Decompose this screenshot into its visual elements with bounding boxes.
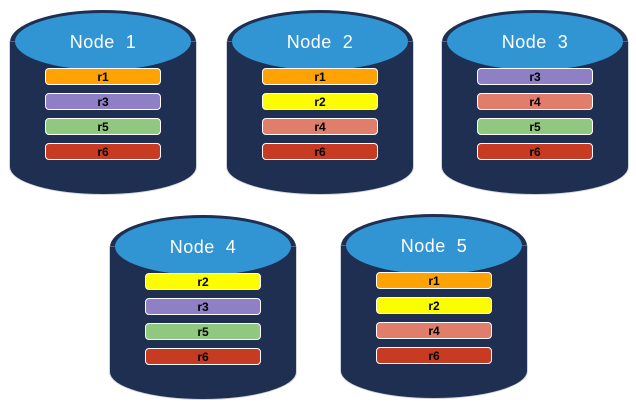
cylinder-top: Node 5 xyxy=(346,217,522,274)
partition-bar: r6 xyxy=(477,143,593,160)
cylinder-top: Node 4 xyxy=(115,218,291,275)
cylinder-top: Node 1 xyxy=(15,13,191,70)
partition-list: r2 r3 r5 r6 xyxy=(110,273,296,365)
partition-bar: r1 xyxy=(262,68,378,85)
partition-bar: r6 xyxy=(376,347,492,364)
partition-list: r1 r3 r5 r6 xyxy=(10,68,196,160)
db-node-5: Node 5 r1 r2 r4 r6 xyxy=(341,214,527,398)
partition-bar: r5 xyxy=(145,323,261,340)
partition-bar: r6 xyxy=(262,143,378,160)
node-title: Node 2 xyxy=(286,32,354,52)
partition-bar: r3 xyxy=(477,68,593,85)
partition-bar: r3 xyxy=(145,298,261,315)
partition-bar: r6 xyxy=(145,348,261,365)
partition-list: r1 r2 r4 r6 xyxy=(341,272,527,364)
db-node-1: Node 1 r1 r3 r5 r6 xyxy=(10,10,196,194)
partition-list: r3 r4 r5 r6 xyxy=(442,68,628,160)
partition-bar: r6 xyxy=(45,143,161,160)
partition-bar: r4 xyxy=(376,322,492,339)
partition-bar: r1 xyxy=(376,272,492,289)
cylinder-top: Node 2 xyxy=(232,13,408,70)
partition-bar: r1 xyxy=(45,68,161,85)
node-title: Node 5 xyxy=(400,236,468,256)
partition-bar: r2 xyxy=(262,93,378,110)
partition-list: r1 r2 r4 r6 xyxy=(227,68,413,160)
db-node-2: Node 2 r1 r2 r4 r6 xyxy=(227,10,413,194)
node-title: Node 4 xyxy=(169,237,237,257)
partition-bar: r4 xyxy=(262,118,378,135)
partition-bar: r3 xyxy=(45,93,161,110)
partition-bar: r5 xyxy=(45,118,161,135)
db-node-4: Node 4 r2 r3 r5 r6 xyxy=(110,215,296,399)
node-title: Node 1 xyxy=(69,32,137,52)
node-title: Node 3 xyxy=(501,32,569,52)
db-node-3: Node 3 r3 r4 r5 r6 xyxy=(442,10,628,194)
partition-bar: r2 xyxy=(376,297,492,314)
partition-bar: r4 xyxy=(477,93,593,110)
partition-bar: r2 xyxy=(145,273,261,290)
cylinder-top: Node 3 xyxy=(447,13,623,70)
partition-bar: r5 xyxy=(477,118,593,135)
